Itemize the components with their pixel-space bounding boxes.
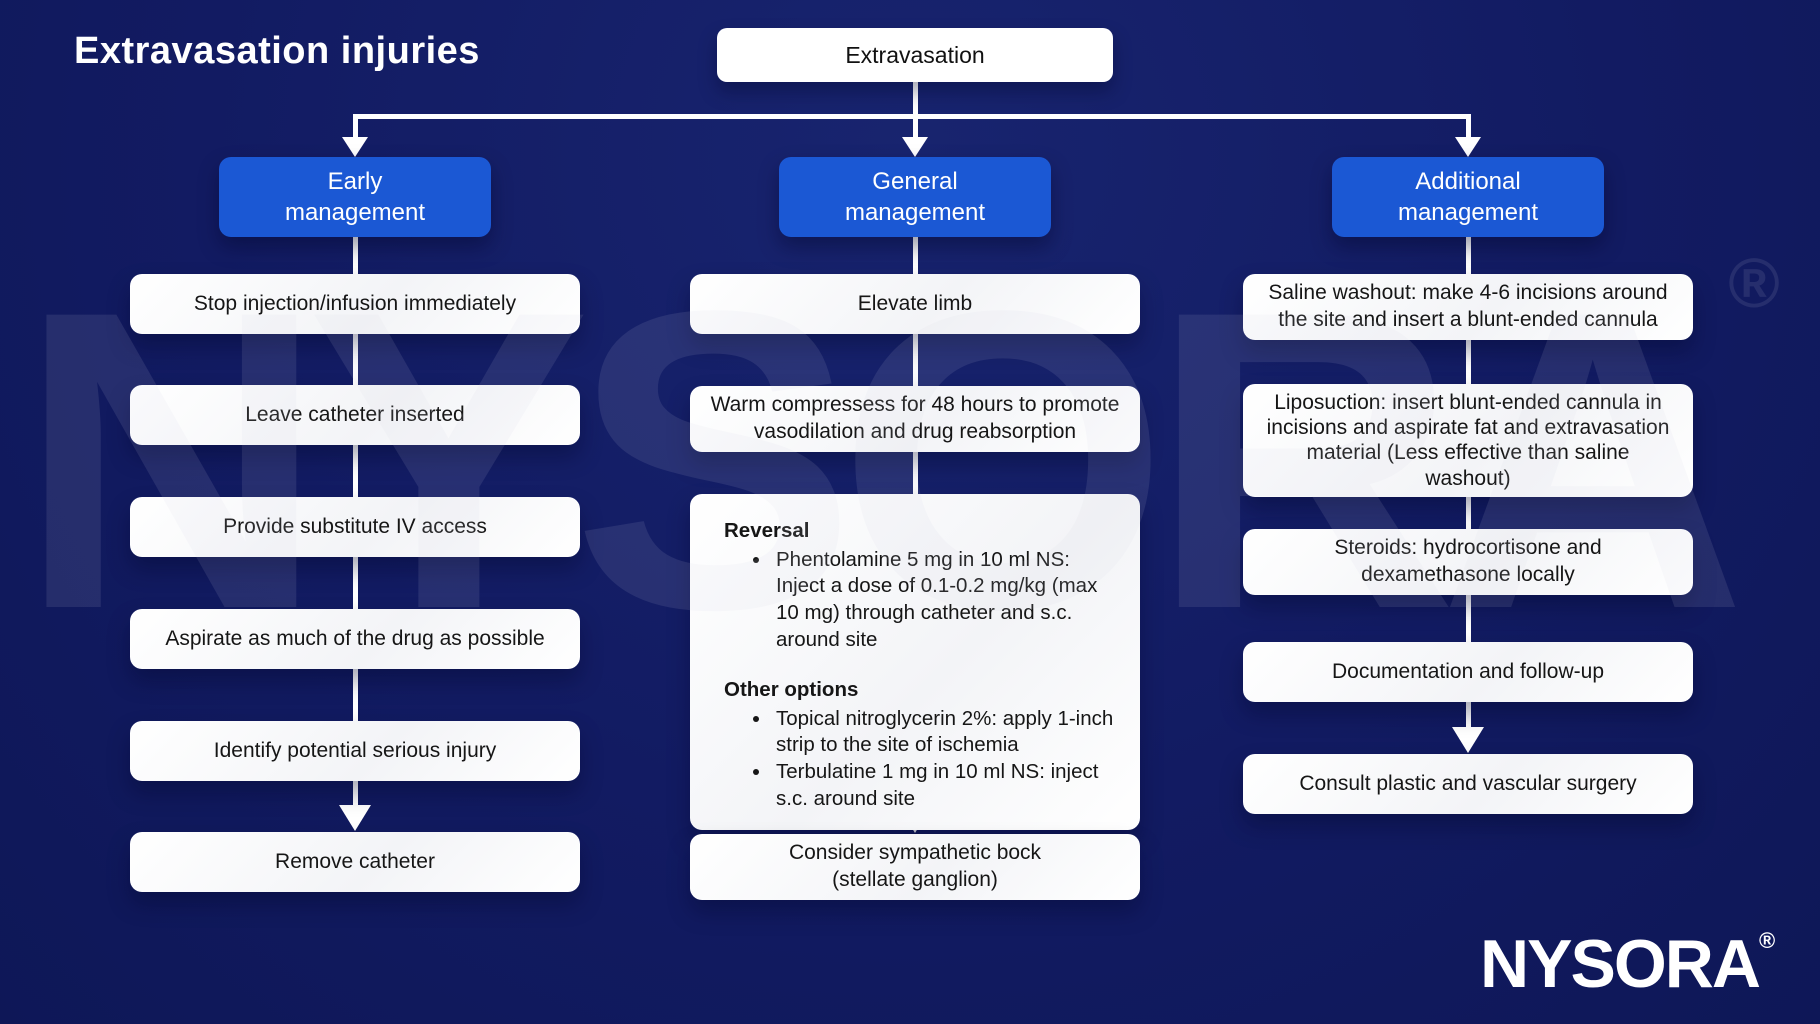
step-line: incisions and aspirate fat and extravasa… <box>1266 416 1670 440</box>
step-leave-catheter: Leave catheter inserted <box>130 385 580 445</box>
drop-line-early <box>353 114 358 140</box>
step-line: washout) <box>1425 466 1511 490</box>
step-line: Aspirate as much of the drug as possible <box>165 626 545 650</box>
step-line: Liposuction: insert blunt-ended cannula … <box>1274 391 1662 414</box>
root-label: Extravasation <box>845 41 985 68</box>
drop-line-general <box>913 114 918 140</box>
header-early-management: Early management <box>219 157 491 237</box>
step-elevate-limb: Elevate limb <box>690 274 1140 334</box>
step-line: material (Less effective than saline <box>1306 441 1630 465</box>
step-line: Elevate limb <box>857 291 973 315</box>
page-title: Extravasation injuries <box>74 30 480 72</box>
step-remove-catheter: Remove catheter <box>130 832 580 892</box>
arrow-down-icon-consult-surgery <box>1452 727 1484 753</box>
step-line: Remove catheter <box>275 849 435 873</box>
logo-text: NYSORA <box>1480 926 1761 1002</box>
step-substitute-iv-access: Provide substitute IV access <box>130 497 580 557</box>
bullet-item-phentolamine: Phentolamine 5 mg in 10 ml NS: Inject a … <box>772 547 1116 654</box>
other-options-bullet-list: Topical nitroglycerin 2%: apply 1-inch s… <box>724 706 1116 813</box>
step-line: Provide substitute IV access <box>223 514 487 538</box>
step-documentation: Documentation and follow-up <box>1243 642 1693 702</box>
header-line: management <box>1397 199 1539 226</box>
bullet-item-terbulatine: Terbulatine 1 mg in 10 ml NS: inject s.c… <box>772 759 1116 812</box>
step-line: the site and insert a blunt-ended cannul… <box>1278 307 1658 331</box>
step-consult-surgery: Consult plastic and vascular surgery <box>1243 754 1693 814</box>
arrow-down-icon-general <box>902 137 928 157</box>
step-warm-compresses: Warm compressess for 48 hours to promote… <box>690 386 1140 452</box>
drop-line-additional <box>1466 114 1471 140</box>
step-line: Warm compressess for 48 hours to promote <box>710 393 1120 416</box>
step-line: dexamethasone locally <box>1361 562 1575 586</box>
step-saline-washout: Saline washout: make 4-6 incisions aroun… <box>1243 274 1693 340</box>
step-line: (stellate ganglion) <box>832 867 998 891</box>
step-stop-injection: Stop injection/infusion immediately <box>130 274 580 334</box>
reversal-bullet-list: Phentolamine 5 mg in 10 ml NS: Inject a … <box>724 547 1116 654</box>
step-line: Consider sympathetic bock <box>788 841 1042 864</box>
step-identify-injury: Identify potential serious injury <box>130 721 580 781</box>
header-additional-management: Additional management <box>1332 157 1604 237</box>
step-line: Documentation and follow-up <box>1332 659 1604 683</box>
step-line: Leave catheter inserted <box>245 402 465 426</box>
root-node-extravasation: Extravasation <box>717 28 1113 82</box>
bullet-item-nitroglycerin: Topical nitroglycerin 2%: apply 1-inch s… <box>772 706 1116 759</box>
registered-mark-icon: ® <box>1758 928 1776 953</box>
header-line: Additional <box>1415 167 1521 195</box>
step-steroids: Steroids: hydrocortisone and dexamethaso… <box>1243 529 1693 595</box>
arrow-down-icon-remove-catheter <box>339 805 371 831</box>
header-line: management <box>284 199 426 226</box>
branch-horizontal-line <box>353 114 1471 119</box>
step-line: Consult plastic and vascular surgery <box>1299 771 1637 795</box>
reversal-heading: Reversal <box>724 519 810 542</box>
detail-reversal-options: Reversal Phentolamine 5 mg in 10 ml NS: … <box>690 494 1140 831</box>
step-aspirate-drug: Aspirate as much of the drug as possible <box>130 609 580 669</box>
step-line: Identify potential serious injury <box>213 738 497 762</box>
registered-mark-icon: ® <box>1728 244 1780 322</box>
header-line: management <box>844 199 986 226</box>
step-line: vasodilation and drug reabsorption <box>753 419 1077 443</box>
arrow-down-icon-additional <box>1455 137 1481 157</box>
header-line: General <box>872 167 958 195</box>
nysora-logo: NYSORA® <box>1480 928 1776 999</box>
step-sympathetic-block: Consider sympathetic bock (stellate gang… <box>690 834 1140 900</box>
step-line: Stop injection/infusion immediately <box>193 291 517 315</box>
root-stem-line <box>913 80 918 116</box>
header-line: Early <box>327 167 383 195</box>
step-line: Steroids: hydrocortisone and <box>1334 536 1602 559</box>
step-liposuction: Liposuction: insert blunt-ended cannula … <box>1243 384 1693 497</box>
step-line: Saline washout: make 4-6 incisions aroun… <box>1268 281 1668 304</box>
other-options-heading: Other options <box>724 678 859 702</box>
header-general-management: General management <box>779 157 1051 237</box>
arrow-down-icon-early <box>342 137 368 157</box>
